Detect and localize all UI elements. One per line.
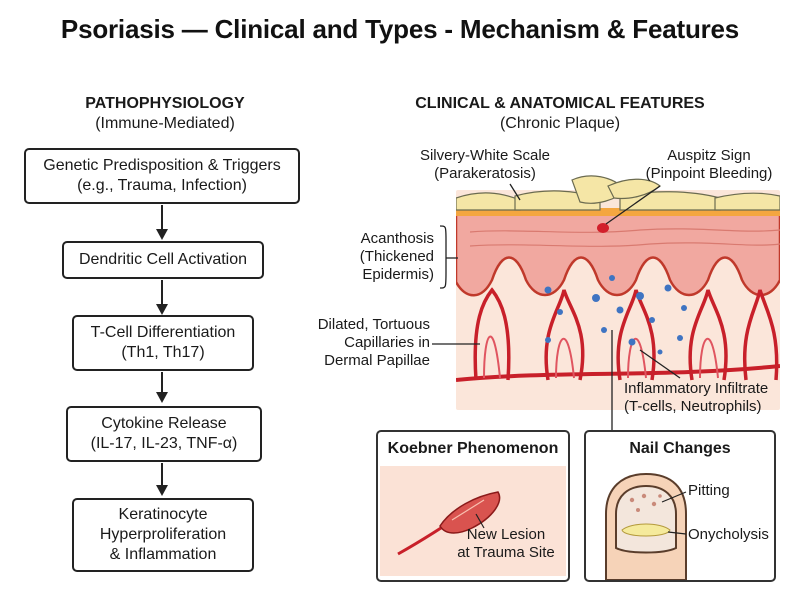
- flow-arrow-head: [156, 485, 168, 496]
- label-auspitz-sign: Auspitz Sign (Pinpoint Bleeding): [624, 147, 794, 183]
- new-lesion: [439, 491, 501, 534]
- label-text: (Parakeratosis): [434, 165, 536, 182]
- flow-arrow-head: [156, 392, 168, 403]
- leader-line: [667, 531, 687, 535]
- flow-arrow-head: [156, 304, 168, 315]
- epidermis-texture: [469, 242, 780, 247]
- label-text: (Pinpoint Bleeding): [645, 165, 773, 182]
- label-text: Inflammatory Infiltrate: [624, 380, 769, 397]
- label-onycholysis: Onycholysis: [688, 526, 769, 543]
- leader-line: [475, 513, 485, 529]
- inflammatory-infiltrate: [544, 275, 687, 355]
- flow-step-text: (e.g., Trauma, Infection): [77, 177, 247, 194]
- flow-arrow-head: [156, 229, 168, 240]
- nail-illustration: [605, 472, 687, 580]
- koebner-label: New Lesion at Trauma Site: [448, 526, 564, 562]
- flow-step-text: Genetic Predisposition & Triggers: [43, 157, 281, 174]
- koebner-panel: Koebner Phenomenon New Lesion at Trauma …: [376, 430, 570, 582]
- pathophysiology-header: PATHOPHYSIOLOGY (Immune-Mediated): [40, 94, 290, 134]
- label-text: Capillaries in: [344, 334, 430, 351]
- label-text: Epidermis): [362, 266, 434, 283]
- label-acanthosis: Acanthosis (Thickened Epidermis): [334, 230, 434, 284]
- clinical-header: CLINICAL & ANATOMICAL FEATURES (Chronic …: [380, 94, 740, 134]
- label-text: at Trauma Site: [457, 544, 555, 561]
- flow-step-text: T-Cell Differentiation: [90, 324, 236, 341]
- nail-pits: [629, 493, 662, 512]
- label-text: Dermal Papillae: [324, 352, 430, 369]
- leader-lines: [432, 183, 681, 430]
- capillary-loops-inner: [483, 335, 719, 379]
- nail-panel: Nail Changes Pitting Onycholysis: [584, 430, 776, 582]
- flow-step-text: Keratinocyte: [118, 506, 208, 523]
- scale-plate: [714, 192, 780, 211]
- pathophysiology-heading: PATHOPHYSIOLOGY: [85, 95, 245, 112]
- label-text: Auspitz Sign: [667, 147, 751, 164]
- label-text: Silvery-White Scale: [419, 147, 551, 164]
- flow-step-text: (Th1, Th17): [121, 344, 205, 361]
- flow-step-cytokine: Cytokine Release (IL-17, IL-23, TNF-α): [66, 406, 262, 462]
- flow-step-keratinocyte: Keratinocyte Hyperproliferation & Inflam…: [72, 498, 254, 572]
- label-text: Acanthosis: [360, 230, 434, 247]
- label-silvery-scale: Silvery-White Scale (Parakeratosis): [392, 147, 578, 183]
- flow-step-text: & Inflammation: [109, 546, 217, 563]
- flow-arrow: [161, 280, 163, 306]
- page-title: Psoriasis — Clinical and Types - Mechani…: [60, 14, 740, 44]
- flow-step-text: Hyperproliferation: [99, 526, 227, 543]
- label-text: (Thickened: [359, 248, 434, 265]
- granular-layer: [456, 208, 780, 216]
- pathophysiology-subheading: (Immune-Mediated): [95, 115, 235, 132]
- label-text: Dilated, Tortuous: [317, 316, 430, 333]
- koebner-title: Koebner Phenomenon: [387, 440, 559, 457]
- lesion-scale: [451, 499, 485, 521]
- flow-step-text: Dendritic Cell Activation: [78, 251, 248, 268]
- label-text: (T-cells, Neutrophils): [624, 398, 762, 415]
- nail-plate: [615, 484, 677, 554]
- label-text: New Lesion: [466, 526, 546, 543]
- nail-title: Nail Changes: [629, 440, 731, 457]
- auspitz-bleeding-point: [597, 223, 609, 233]
- koebner-illustration: [380, 466, 566, 576]
- epidermis-texture: [469, 228, 780, 233]
- label-inflammatory-infiltrate: Inflammatory Infiltrate (T-cells, Neutro…: [624, 380, 794, 416]
- flow-step-t-cell: T-Cell Differentiation (Th1, Th17): [72, 315, 254, 371]
- flow-arrow: [161, 205, 163, 231]
- leader-line: [661, 491, 687, 503]
- flow-arrow: [161, 372, 163, 394]
- label-pitting: Pitting: [688, 482, 730, 499]
- clinical-subheading: (Chronic Plaque): [499, 115, 621, 132]
- flow-step-text: (IL-17, IL-23, TNF-α): [90, 435, 238, 452]
- epidermis: [456, 210, 780, 297]
- onycholysis-area: [621, 523, 671, 537]
- flow-step-dendritic-cell: Dendritic Cell Activation: [62, 241, 264, 279]
- label-dilated-capillaries: Dilated, Tortuous Capillaries in Dermal …: [296, 316, 430, 370]
- clinical-heading: CLINICAL & ANATOMICAL FEATURES: [415, 95, 705, 112]
- flow-step-text: Cytokine Release: [101, 415, 227, 432]
- flow-step-genetic-triggers: Genetic Predisposition & Triggers (e.g.,…: [24, 148, 300, 204]
- flow-arrow: [161, 463, 163, 487]
